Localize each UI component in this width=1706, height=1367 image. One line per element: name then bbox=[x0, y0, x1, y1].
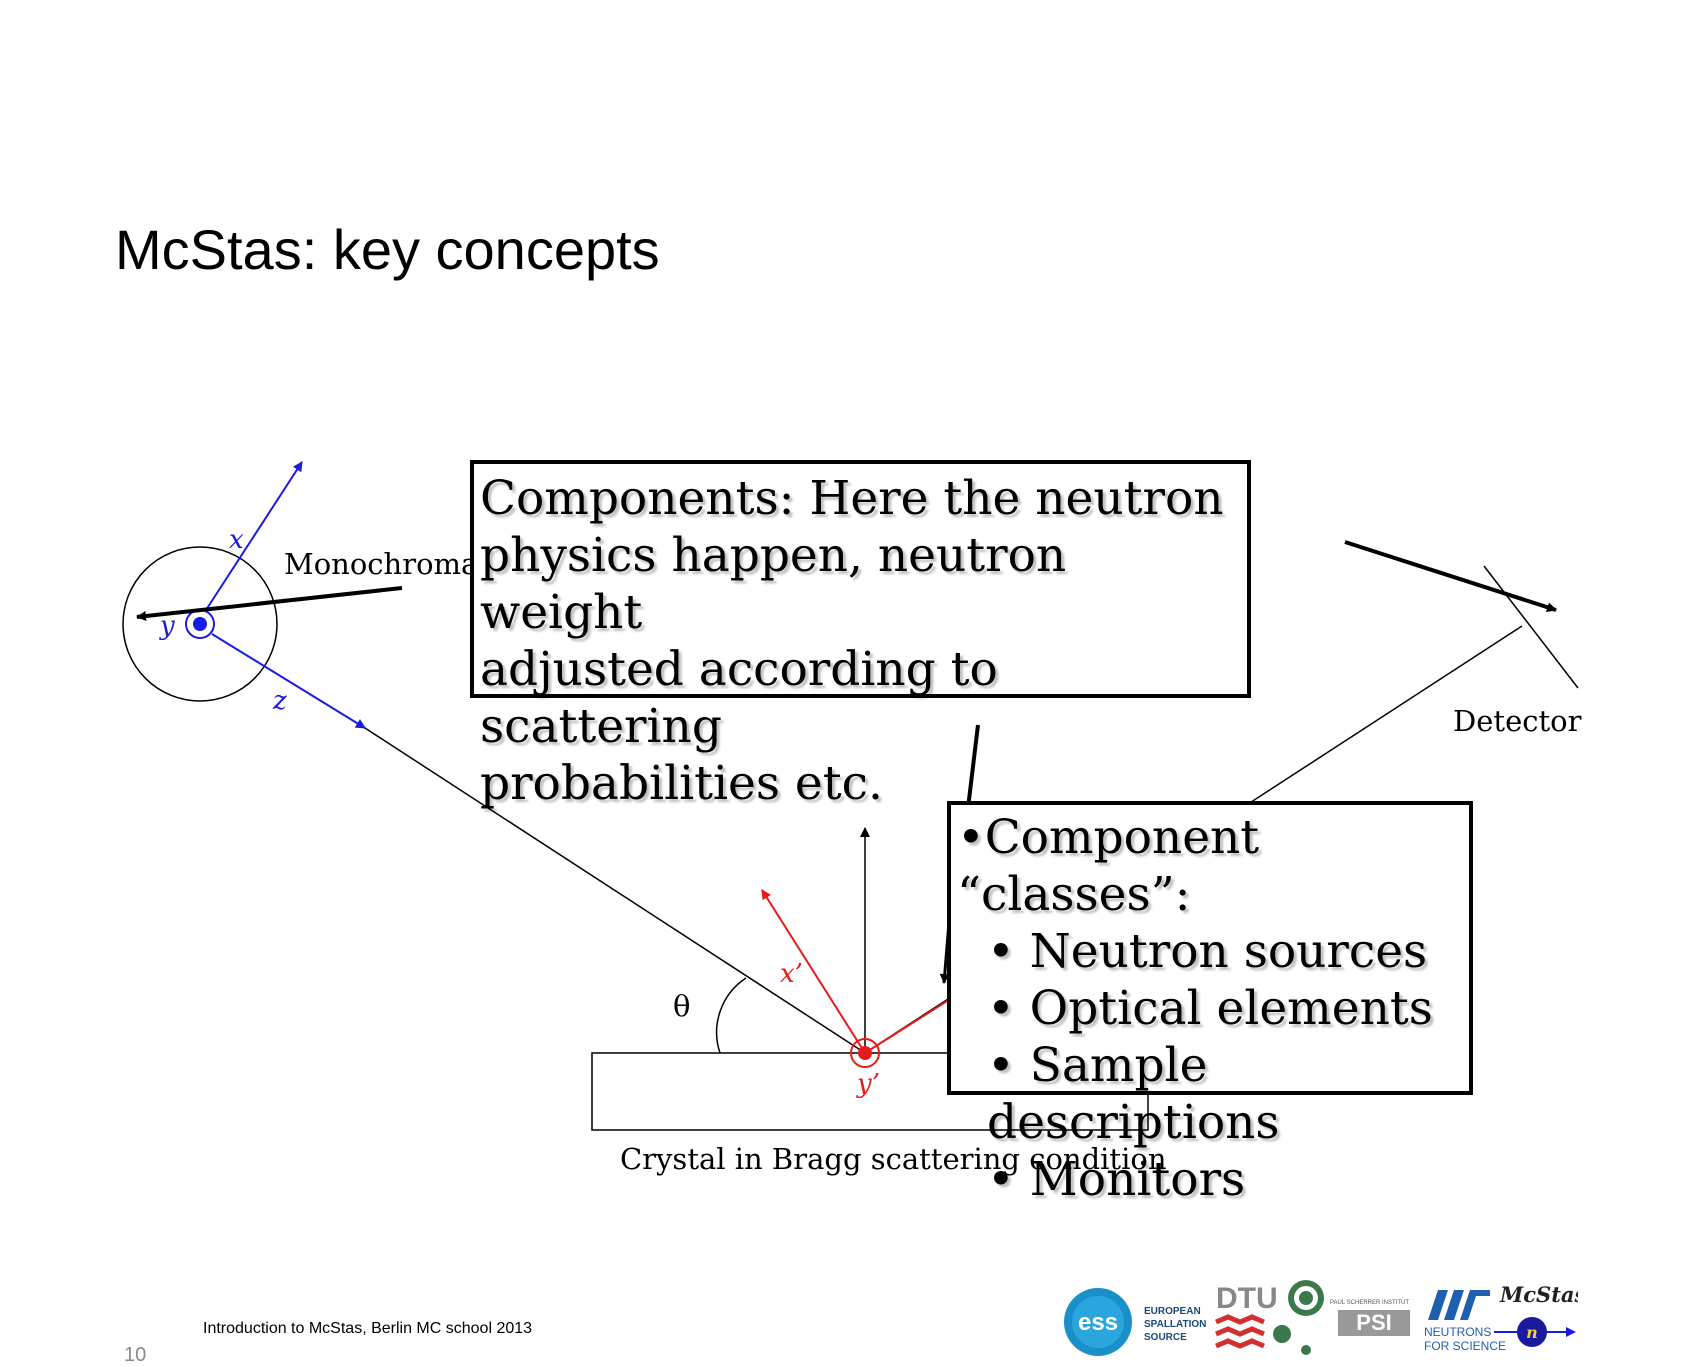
components-line-4: probabilities etc. bbox=[480, 756, 883, 811]
classes-heading: •Component “classes”: bbox=[957, 810, 1260, 922]
red-y-label: y’ bbox=[856, 1069, 880, 1099]
crystal-origin-dot bbox=[858, 1046, 872, 1060]
blue-z-axis bbox=[211, 633, 366, 729]
pointer-to-monochromator bbox=[136, 586, 403, 621]
theta-arc bbox=[715, 977, 747, 1054]
crystal-origin-ring bbox=[850, 1038, 880, 1068]
monochromator-origin-dot bbox=[193, 617, 207, 631]
blue-x-axis bbox=[205, 461, 303, 611]
partner-logos: ess EUROPEAN SPALLATION SOURCE DTU PAUL … bbox=[1064, 1280, 1578, 1356]
detector-plate bbox=[1483, 565, 1579, 689]
class-item-sample-descriptions: Sample descriptions bbox=[957, 1037, 1463, 1151]
blue-z-label: z bbox=[272, 686, 287, 716]
pointer-to-detector bbox=[1344, 540, 1557, 612]
footer-text: Introduction to McStas, Berlin MC school… bbox=[203, 1320, 533, 1337]
svg-text:SPALLATION: SPALLATION bbox=[1144, 1319, 1206, 1330]
pointer-components bbox=[966, 724, 980, 809]
components-line-1: Components: Here the neutron bbox=[480, 471, 1224, 526]
svg-text:EUROPEAN: EUROPEAN bbox=[1144, 1306, 1201, 1317]
svg-text:NEUTRONS: NEUTRONS bbox=[1424, 1325, 1491, 1339]
svg-text:SOURCE: SOURCE bbox=[1144, 1332, 1187, 1343]
page-number: 10 bbox=[124, 1344, 147, 1366]
ill-logo: NEUTRONS FOR SCIENCE bbox=[1424, 1290, 1506, 1353]
svg-text:DTU: DTU bbox=[1216, 1282, 1278, 1315]
university-seal-logo bbox=[1273, 1280, 1324, 1355]
red-z-axis bbox=[864, 995, 956, 1054]
mcstas-logo: McStas n bbox=[1494, 1282, 1578, 1347]
incident-beam bbox=[364, 727, 866, 1054]
svg-text:ess: ess bbox=[1078, 1309, 1118, 1336]
psi-logo: PAUL SCHERRER INSTITUT PSI bbox=[1330, 1300, 1410, 1336]
callout-components: Components: Here the neutron physics hap… bbox=[470, 460, 1251, 811]
theta-label: θ bbox=[673, 989, 690, 1023]
svg-text:PSI: PSI bbox=[1356, 1310, 1391, 1335]
blue-x-label: x bbox=[229, 525, 244, 555]
monochromator-circle bbox=[122, 546, 278, 702]
red-x-label: x’ bbox=[780, 959, 803, 989]
components-line-3: adjusted according to scattering bbox=[480, 642, 998, 754]
svg-text:FOR SCIENCE: FOR SCIENCE bbox=[1424, 1339, 1506, 1353]
red-x-axis bbox=[761, 889, 866, 1054]
blue-y-label: y bbox=[159, 611, 175, 641]
ess-logo: ess EUROPEAN SPALLATION SOURCE bbox=[1064, 1288, 1206, 1356]
slide-title: McStas: key concepts bbox=[115, 218, 660, 281]
class-item-monitors: Monitors bbox=[957, 1151, 1463, 1208]
class-item-optical-elements: Optical elements bbox=[957, 980, 1463, 1037]
svg-text:McStas: McStas bbox=[1499, 1282, 1578, 1307]
detector-label: Detector bbox=[1453, 704, 1582, 738]
components-line-2: physics happen, neutron weight bbox=[480, 528, 1067, 640]
class-item-neutron-sources: Neutron sources bbox=[957, 923, 1463, 980]
svg-text:n: n bbox=[1526, 1323, 1538, 1342]
svg-text:PAUL SCHERRER INSTITUT: PAUL SCHERRER INSTITUT bbox=[1330, 1300, 1409, 1306]
dtu-logo: DTU bbox=[1215, 1282, 1278, 1349]
callout-component-classes: •Component “classes”: Neutron sources Op… bbox=[947, 801, 1473, 1207]
